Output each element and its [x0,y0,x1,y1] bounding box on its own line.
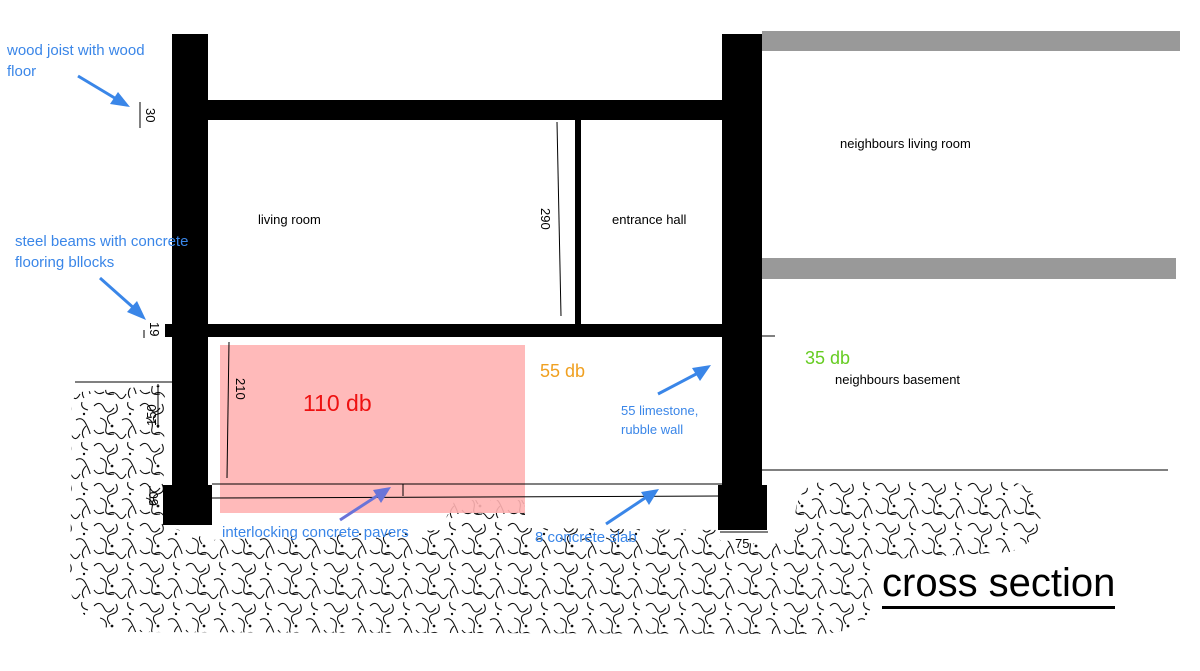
soil-fill [70,385,1041,634]
label-line: steel beams with concrete [15,233,189,250]
label-line: floor [7,63,37,80]
left-footing [163,485,212,525]
dim-line-ground-floor [556,121,562,317]
room-living-room: living room [258,212,321,227]
room-neighbours-basement: neighbours basement [835,372,961,387]
neighbour-upper-floor [762,31,1180,51]
sound-level-source: 110 db [303,390,372,416]
diagram-title: cross section [882,560,1116,609]
ground-floor-beam [165,324,722,337]
arrow-pavers [339,492,381,522]
sound-level-neighbour: 35 db [805,348,851,368]
neighbour-ground-floor [762,258,1176,279]
dim-slab: 60 [146,491,161,506]
label-limestone: 55 limestone, rubble wall [621,401,698,439]
label-wood-joist: wood joist with wood floor [7,40,145,82]
label-line: wood joist with wood [7,42,145,59]
label-steel-beams: steel beams with concrete flooring blloc… [15,231,188,273]
dim-line-basement [226,341,230,479]
arrow-wood-joist [77,74,119,102]
partition-wall [575,120,581,324]
arrow-slab [605,494,649,526]
arrow-steel-beams [99,276,137,312]
upper-floor-beam [208,100,722,120]
right-footing [718,485,767,530]
noise-source-area [220,345,525,513]
arrow-wall [657,370,701,396]
dim-basement: 210 [233,378,248,400]
label-line: flooring bllocks [15,254,115,271]
label-pavers: interlocking concrete pavers [222,524,409,541]
dim-joist: 30 [143,108,158,123]
arrow-head-icon [127,301,146,320]
dim-footing: 75 [735,536,750,551]
left-wall [172,34,208,497]
dim-steel: 19 [147,322,162,337]
arrow-head-icon [373,487,391,503]
arrow-head-icon [641,489,659,505]
dim-ground: 150 [144,404,159,426]
label-line: rubble wall [621,422,684,437]
arrow-head-icon [110,92,130,107]
annotation-arrows [77,74,711,526]
dim-ground-floor: 290 [538,208,553,230]
sound-level-basement: 55 db [540,361,586,381]
label-line: 55 limestone, [621,403,699,418]
arrow-head-icon [692,365,711,381]
room-neighbours-living-room: neighbours living room [840,136,971,151]
room-entrance-hall: entrance hall [612,212,687,227]
label-slab: 8 concrete slab [535,529,637,546]
right-wall [722,34,762,485]
slab-bottom-line [211,495,723,499]
